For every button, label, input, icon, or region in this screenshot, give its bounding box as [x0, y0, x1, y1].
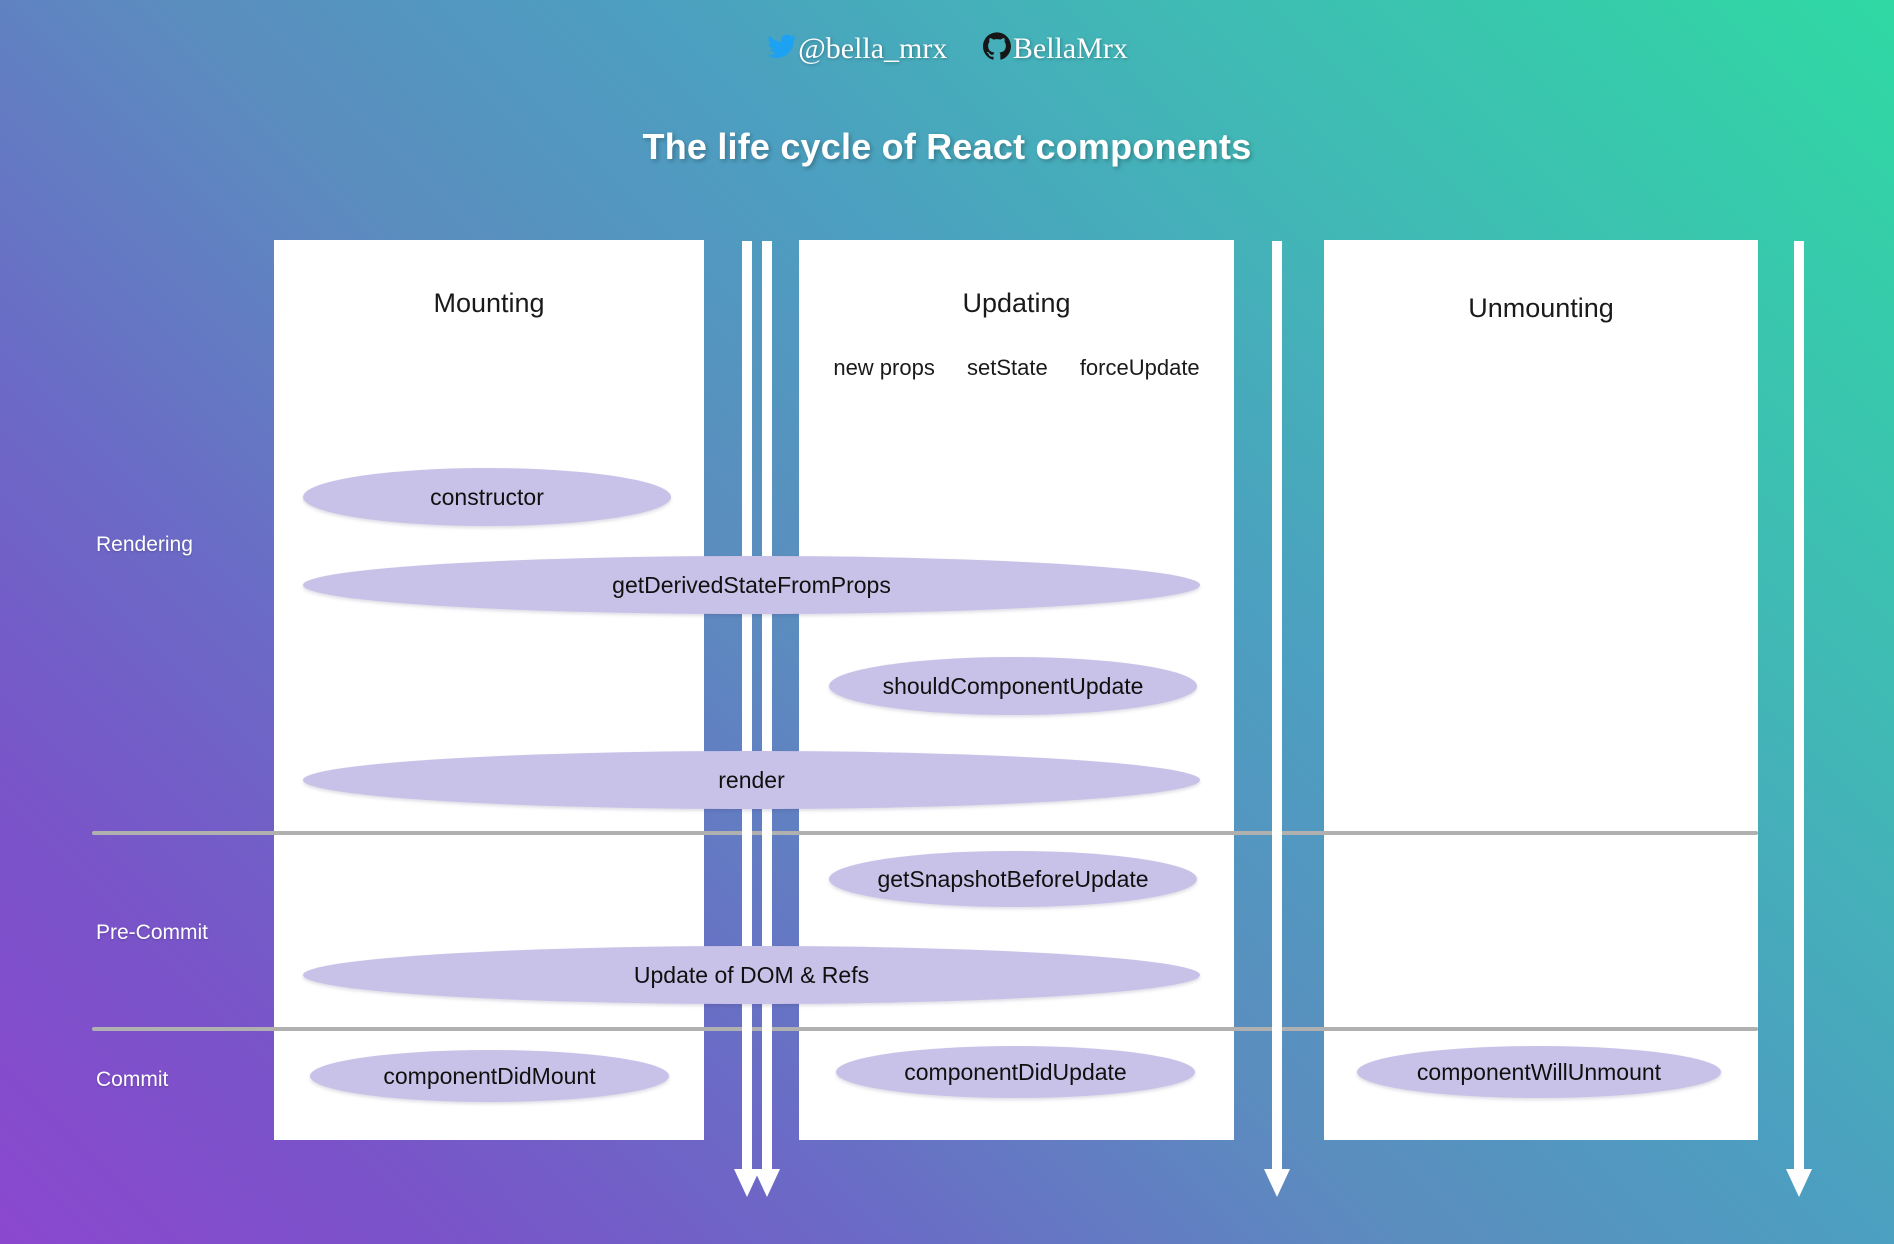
update-triggers: new props setState forceUpdate — [799, 355, 1234, 381]
stage-label-rendering: Rendering — [96, 533, 193, 556]
stage-divider-precommit-commit — [92, 1027, 1758, 1031]
stage-label-pre-commit: Pre-Commit — [96, 921, 209, 944]
github-handle-text: BellaMrx — [1012, 32, 1128, 66]
lifecycle-pill-render[interactable]: render — [303, 751, 1200, 809]
twitter-bird-icon — [766, 34, 797, 68]
github-mark-icon — [982, 32, 1011, 68]
phase-panel-mounting: Mounting — [274, 240, 704, 1140]
lifecycle-pill-component-did-mount[interactable]: componentDidMount — [310, 1050, 669, 1102]
trigger-force-update: forceUpdate — [1079, 355, 1200, 380]
trigger-new-props: new props — [833, 355, 935, 380]
twitter-handle[interactable]: @bella_mrx — [766, 30, 947, 68]
github-handle[interactable]: BellaMrx — [982, 30, 1128, 68]
lifecycle-pill-should-component-update[interactable]: shouldComponentUpdate — [829, 657, 1197, 715]
phase-title-mounting: Mounting — [433, 288, 545, 318]
phase-title-unmounting: Unmounting — [1468, 293, 1614, 323]
lifecycle-pill-component-did-update[interactable]: componentDidUpdate — [836, 1046, 1195, 1098]
stage-label-commit: Commit — [96, 1068, 169, 1091]
stage-divider-rendering-precommit — [92, 831, 1758, 835]
lifecycle-pill-get-snapshot-before-update[interactable]: getSnapshotBeforeUpdate — [829, 851, 1197, 907]
page-title: The life cycle of React components — [642, 126, 1252, 167]
phase-title-updating: Updating — [962, 288, 1071, 318]
lifecycle-pill-get-derived-state-from-props[interactable]: getDerivedStateFromProps — [303, 556, 1200, 614]
social-bar: @bella_mrx BellaMrx — [0, 30, 1894, 68]
trigger-set-state: setState — [966, 355, 1048, 380]
twitter-handle-text: @bella_mrx — [798, 32, 948, 66]
lifecycle-pill-component-will-unmount[interactable]: componentWillUnmount — [1357, 1046, 1721, 1098]
lifecycle-pill-update-of-dom-and-refs[interactable]: Update of DOM & Refs — [303, 946, 1200, 1004]
lifecycle-pill-constructor[interactable]: constructor — [303, 468, 671, 526]
phase-panel-unmounting: Unmounting — [1324, 240, 1758, 1140]
